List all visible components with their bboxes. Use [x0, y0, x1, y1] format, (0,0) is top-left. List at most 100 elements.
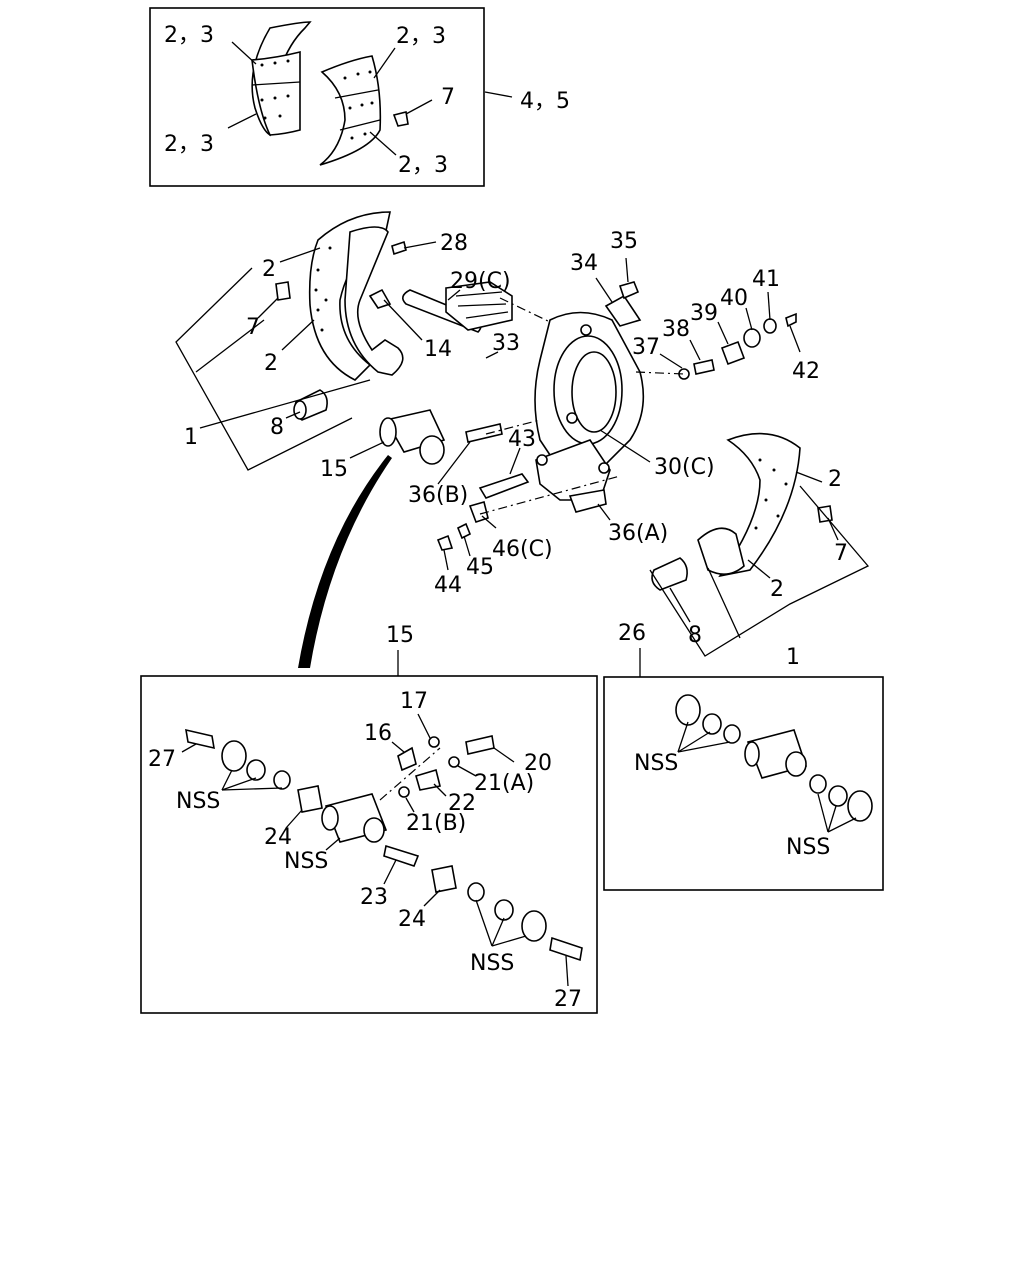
- washer-45: [456, 522, 472, 540]
- callout-right-lining: 2: [828, 467, 842, 492]
- repair-kit-frame: [603, 676, 884, 891]
- callout-washer-45: 45: [466, 555, 494, 580]
- callout-bolt-38: 38: [662, 317, 690, 342]
- left-rivet: [275, 281, 291, 301]
- callout-nss-r: NSS: [470, 951, 514, 976]
- callout-inset-lining-tr: 2，3: [396, 24, 446, 49]
- callout-left-shoe: 1: [184, 425, 198, 450]
- callout-bushing-39: 39: [690, 301, 718, 326]
- callout-right-rivet: 7: [834, 541, 848, 566]
- cylinder-detail-frame: [140, 675, 598, 1014]
- callout-washer-37: 37: [632, 335, 660, 360]
- bushing-39: [720, 340, 746, 366]
- callout-spring-pin: 28: [440, 231, 468, 256]
- washer-40: [743, 328, 761, 348]
- callout-boot-pin-l: 27: [148, 747, 176, 772]
- callout-plate-46: 46(C): [492, 537, 553, 562]
- bleeder-cap-17: [428, 736, 440, 748]
- lining-inset-frame: [149, 7, 485, 187]
- callout-bolt-44: 44: [434, 573, 462, 598]
- washer-21b: [398, 786, 410, 798]
- bleeder-16: [397, 746, 417, 772]
- callout-bolt-20: 20: [524, 751, 552, 776]
- clip-34: [604, 294, 642, 327]
- callout-nss-l: NSS: [176, 789, 220, 814]
- callout-anchor-pin: 29(C): [450, 269, 511, 294]
- callout-kit-nss-top: NSS: [634, 751, 678, 776]
- main-assembly: 2 7 2 1 8 28 29(C) 14 33 35 34 37 38 39 …: [175, 211, 870, 670]
- callout-cylinder: 15: [320, 457, 348, 482]
- callout-right-bushing: 8: [688, 623, 702, 648]
- piston-right: [431, 865, 457, 893]
- shield-33: [445, 281, 513, 331]
- callout-washer-40: 40: [720, 286, 748, 311]
- callout-left-lining: 2: [262, 257, 276, 282]
- callout-left-lining2: 2: [264, 351, 278, 376]
- callout-washer-41: 41: [752, 267, 780, 292]
- detail-arrow: [298, 455, 392, 668]
- right-brake-shoe: [718, 432, 801, 578]
- right-rivet: [817, 505, 833, 523]
- spring-23: [383, 844, 420, 867]
- callout-inset-lining-tl: 2，3: [164, 23, 214, 48]
- pin-42: [785, 312, 797, 328]
- callout-right-shoe: 1: [786, 645, 800, 670]
- callout-shield: 33: [492, 331, 520, 356]
- callout-pin-43: 43: [508, 427, 536, 452]
- callout-left-rivet: 7: [246, 315, 260, 340]
- callout-detail-cyl-ref: 15: [386, 623, 414, 648]
- kit-boot-left: [675, 694, 701, 726]
- callout-left-bushing: 8: [270, 415, 284, 440]
- right-bushing: [651, 557, 688, 591]
- callout-inset-lining-br: 2，3: [398, 153, 448, 178]
- washer-21a: [448, 756, 460, 768]
- callout-spring-23: 23: [360, 885, 388, 910]
- bolt-35: [618, 281, 640, 300]
- callout-stud-a: 36(A): [608, 521, 668, 546]
- callout-boot-pin-r: 27: [554, 987, 582, 1012]
- repair-kit: 26 NSS NSS: [603, 621, 884, 891]
- boot-right: [521, 910, 547, 942]
- callout-washer-21a: 21(A): [474, 771, 534, 796]
- callout-right-lining2: 2: [770, 577, 784, 602]
- bolt-44: [436, 534, 454, 551]
- roller-14: [368, 288, 392, 309]
- callout-bleeder: 16: [364, 721, 392, 746]
- callout-stud-b: 36(B): [408, 483, 468, 508]
- callout-inset-set-ref: 4，5: [520, 89, 570, 114]
- callout-pin-42: 42: [792, 359, 820, 384]
- callout-union-22: 22: [448, 791, 476, 816]
- stud-36b: [465, 423, 503, 443]
- bolt-38: [693, 359, 715, 375]
- callout-inset-lining-bl: 2，3: [164, 132, 214, 157]
- kit-boot-right: [847, 790, 873, 822]
- boot-pin-left: [185, 728, 215, 750]
- inset-rivet: [392, 111, 409, 127]
- callout-clip: 34: [570, 251, 598, 276]
- callout-kit-nss-bot: NSS: [786, 835, 830, 860]
- union-22: [415, 768, 441, 791]
- callout-bolt-top: 35: [610, 229, 638, 254]
- callout-inset-rivet: 7: [441, 85, 455, 110]
- washer-41: [763, 318, 777, 334]
- callout-backplate: 30(C): [654, 455, 715, 480]
- stud-36a: [568, 489, 607, 513]
- lining-inset: 2，3 2，3 2，3 2，3 7 4，5: [149, 7, 570, 187]
- callout-washer-21b: 21(B): [406, 811, 466, 836]
- callout-kit-ref: 26: [618, 621, 646, 646]
- left-brake-shoe: [308, 211, 391, 381]
- cylinder-detail: 15: [140, 623, 598, 1014]
- callout-piston-l: 24: [264, 825, 292, 850]
- callout-body-nss: NSS: [284, 849, 328, 874]
- piston-left: [297, 785, 323, 813]
- inset-lining-right: [319, 55, 382, 166]
- bolt-20: [465, 735, 495, 755]
- callout-piston-r: 24: [398, 907, 426, 932]
- boot-pin-right: [549, 936, 583, 962]
- pin-43: [478, 473, 530, 499]
- boot-left: [221, 740, 247, 772]
- callout-roller: 14: [424, 337, 452, 362]
- callout-bleeder-cap: 17: [400, 689, 428, 714]
- spring-pin-28: [391, 240, 407, 256]
